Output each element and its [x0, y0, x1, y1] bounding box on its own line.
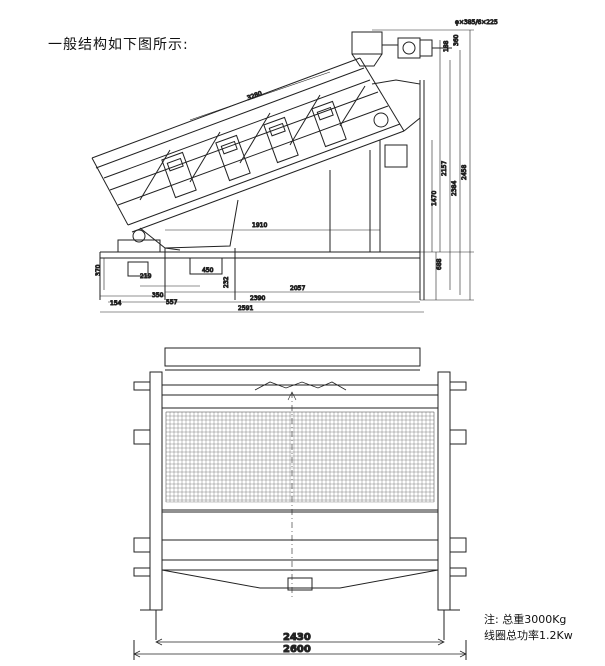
- outlet-chute: [371, 79, 421, 168]
- dim-232: 232: [223, 276, 230, 288]
- side-view: φ×385/6×225 3280 1910 2057 2390 2591 154…: [91, 19, 498, 313]
- vibrator-units: [161, 100, 347, 199]
- dim-2157: 2157: [441, 161, 448, 176]
- dim-219: 219: [140, 273, 152, 280]
- dim-688: 688: [436, 258, 443, 270]
- front-dimension-lines: [133, 638, 467, 658]
- dim-1470: 1470: [431, 191, 438, 206]
- dim-3280: 3280: [246, 90, 263, 102]
- screen-frame: [161, 407, 439, 511]
- page-heading: 一般结构如下图所示:: [48, 37, 189, 53]
- dim-350: 350: [152, 292, 164, 299]
- screen-body: [91, 57, 405, 233]
- dim-2458: 2458: [461, 165, 468, 180]
- inlet-hopper: [351, 31, 452, 67]
- dim-1910: 1910: [252, 222, 267, 229]
- support-frame: [99, 80, 425, 300]
- dim-188: 188: [443, 40, 450, 52]
- note-power: 线圈总功率1.2Kw: [484, 629, 573, 642]
- dim-2057: 2057: [290, 285, 305, 292]
- note-weight: 注: 总重3000Kg: [484, 613, 567, 626]
- bottom-chute: [161, 569, 439, 589]
- dim-450: 450: [202, 267, 214, 274]
- left-outer-post: [149, 371, 163, 611]
- dim-360: 360: [453, 34, 460, 46]
- dim-2600: 2600: [283, 644, 311, 655]
- dim-2591: 2591: [238, 305, 253, 312]
- front-view: 2430 2600: [133, 347, 467, 660]
- screen-mesh: [165, 411, 435, 503]
- dim-557: 557: [166, 299, 178, 306]
- dim-2430: 2430: [283, 632, 311, 643]
- dim-370: 370: [95, 264, 102, 276]
- side-dimension-lines: [100, 29, 474, 313]
- dim-2384: 2384: [451, 181, 458, 196]
- top-cover: [164, 347, 421, 367]
- spec-note: 注: 总重3000Kg 线圈总功率1.2Kw: [484, 612, 573, 644]
- right-outer-post: [437, 371, 451, 611]
- dim-2390: 2390: [250, 295, 265, 302]
- discharge-hopper: [139, 199, 239, 251]
- dim-154: 154: [110, 300, 122, 307]
- top-spec-label: φ×385/6×225: [455, 19, 498, 26]
